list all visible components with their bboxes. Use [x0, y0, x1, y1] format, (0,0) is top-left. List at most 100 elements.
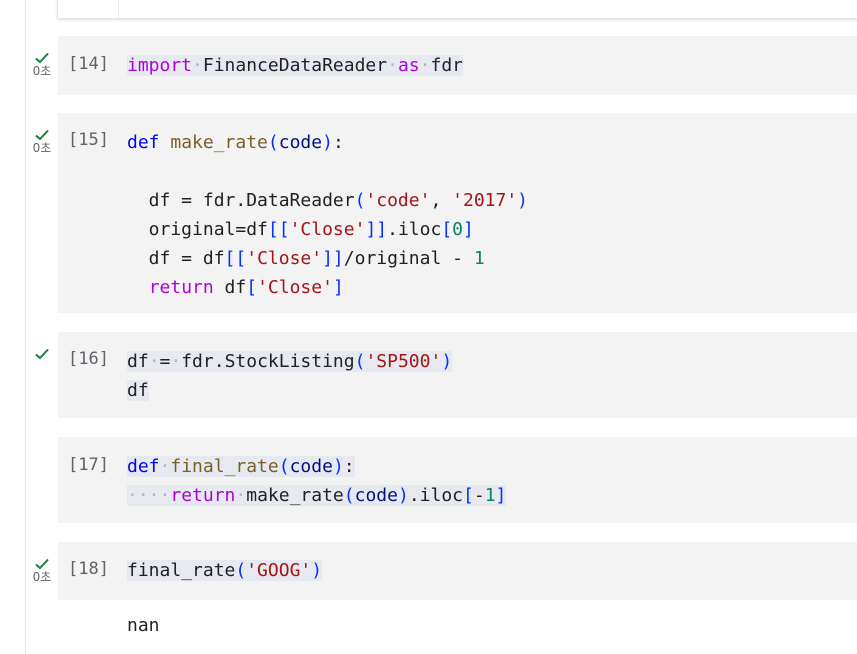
cell-15-code[interactable]: def make_rate(code): df = fdr.DataReader… — [127, 128, 528, 302]
code-token: ) — [311, 560, 323, 581]
code-token: code — [354, 485, 398, 506]
cell-14-runtime: 0초 — [32, 64, 52, 78]
cell-15-exec-count: [15] — [68, 130, 109, 150]
code-cell-16[interactable] — [58, 332, 857, 418]
code-token: df — [213, 277, 247, 298]
code-token: 1 — [473, 248, 485, 269]
code-token: 0 — [452, 219, 463, 240]
code-token: make_rate — [246, 485, 344, 506]
code-token: as — [397, 55, 420, 76]
code-token: , — [430, 190, 453, 211]
cell-18-exec-count: [18] — [68, 559, 109, 579]
code-token: - — [473, 485, 485, 506]
code-line[interactable]: df = fdr.DataReader('code', '2017') — [127, 186, 528, 215]
code-line[interactable]: df·=·fdr.StockListing('SP500') — [127, 347, 453, 376]
cell-18-status: 0초 — [30, 558, 54, 584]
code-token: ] — [495, 485, 507, 506]
code-token: ) — [397, 485, 409, 506]
code-token: ) — [332, 456, 344, 477]
code-line[interactable]: final_rate('GOOG') — [127, 556, 323, 585]
code-token — [127, 277, 149, 298]
code-token: def — [127, 132, 160, 153]
check-icon — [35, 558, 49, 570]
code-token: ( — [354, 351, 366, 372]
code-token: ) — [517, 190, 529, 211]
code-token: [[ — [267, 219, 290, 240]
code-token: df — [127, 351, 149, 372]
code-token: make_rate — [170, 132, 268, 153]
code-token: def — [127, 456, 160, 477]
cell-16-status — [30, 348, 54, 360]
cell-14-exec-count: [14] — [68, 54, 109, 74]
code-token: ( — [354, 190, 366, 211]
code-token: ( — [278, 456, 290, 477]
code-token: ]] — [322, 248, 344, 269]
cell-18-code[interactable]: final_rate('GOOG') — [127, 556, 323, 585]
code-token: 1 — [484, 485, 496, 506]
code-token: df — [127, 380, 149, 401]
code-token: fdr.StockListing — [181, 351, 355, 372]
check-icon — [35, 348, 49, 360]
cell-14-status: 0초 — [30, 52, 54, 78]
code-cell-17[interactable] — [58, 437, 857, 523]
code-token: code — [278, 132, 323, 153]
code-token: ( — [235, 560, 247, 581]
code-token: · — [235, 485, 247, 506]
code-token: fdr — [430, 55, 463, 76]
cell-17-code[interactable]: def·final_rate(code):····return·make_rat… — [127, 452, 507, 510]
cell-16-code[interactable]: df·=·fdr.StockListing('SP500')df — [127, 347, 453, 405]
code-token: ] — [463, 219, 474, 240]
code-token — [160, 132, 171, 153]
code-token: · — [387, 55, 398, 76]
code-token: [[ — [224, 248, 247, 269]
code-token: 'Close' — [246, 248, 323, 269]
code-line[interactable]: def make_rate(code): — [127, 128, 528, 157]
code-token: final_rate — [170, 456, 279, 477]
code-token: .iloc — [408, 485, 464, 506]
code-token: = — [159, 351, 171, 372]
notebook-left-rule — [25, 0, 26, 654]
cell-18-output: nan — [127, 615, 160, 636]
code-token: ]] — [365, 219, 388, 240]
cell-14-code[interactable]: import·FinanceDataReader·as·fdr — [127, 51, 463, 80]
code-line[interactable]: original=df[['Close']].iloc[0] — [127, 215, 528, 244]
code-line[interactable] — [127, 157, 528, 186]
code-line[interactable]: import·FinanceDataReader·as·fdr — [127, 51, 463, 80]
code-token: code — [289, 456, 333, 477]
code-token: '2017' — [452, 190, 518, 211]
code-token: ) — [322, 132, 333, 153]
code-token: ) — [441, 351, 453, 372]
code-token: · — [192, 55, 203, 76]
code-token: 'SP500' — [365, 351, 442, 372]
code-line[interactable]: def·final_rate(code): — [127, 452, 506, 481]
check-icon — [35, 52, 49, 64]
code-token: import — [127, 55, 193, 76]
code-line[interactable]: df — [127, 376, 452, 405]
code-token: ( — [267, 132, 279, 153]
check-icon — [35, 129, 49, 141]
code-token: · — [419, 55, 431, 76]
code-line[interactable]: df = df[['Close']]/original - 1 — [127, 244, 528, 273]
code-token: .iloc — [387, 219, 442, 240]
code-token: final_rate — [127, 560, 236, 581]
code-token: 'GOOG' — [246, 560, 312, 581]
code-token: return — [170, 485, 236, 506]
code-token: · — [148, 351, 160, 372]
previous-output-area — [57, 0, 857, 19]
code-token: · — [159, 456, 171, 477]
code-cell-15[interactable] — [58, 113, 857, 313]
code-token: df = df — [127, 248, 225, 269]
cell-15-status: 0초 — [30, 129, 54, 155]
code-token: ···· — [127, 485, 171, 506]
code-token: df = fdr.DataReader — [127, 190, 355, 211]
code-token: [ — [441, 219, 453, 240]
code-token: : — [343, 456, 355, 477]
code-token: ( — [343, 485, 355, 506]
code-token: 'code' — [365, 190, 431, 211]
code-line[interactable]: ····return·make_rate(code).iloc[-1] — [127, 481, 507, 510]
code-line[interactable]: return df['Close'] — [127, 273, 528, 302]
code-token: 'Close' — [289, 219, 366, 240]
code-token: FinanceDataReader — [202, 55, 388, 76]
code-token: : — [332, 132, 344, 153]
code-token: /original - — [343, 248, 474, 269]
